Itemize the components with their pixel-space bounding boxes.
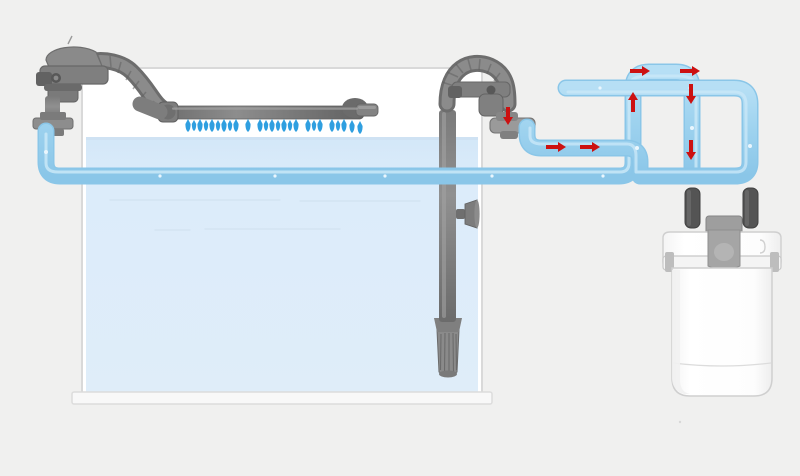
droplet <box>269 119 275 132</box>
droplet <box>203 120 209 131</box>
droplet <box>349 120 355 133</box>
spray-bar <box>132 96 379 123</box>
droplet <box>275 120 281 131</box>
flow-arrow-right <box>546 142 566 152</box>
intake-hose <box>518 79 759 185</box>
flow-arrows <box>503 66 700 160</box>
lid-handle-notch <box>759 239 766 254</box>
intake-assembly <box>434 54 536 378</box>
droplet <box>185 119 191 132</box>
hose-connector-right <box>742 187 759 229</box>
outlet-assembly <box>32 35 379 136</box>
flow-arrow-up <box>628 92 638 112</box>
droplet <box>221 119 227 132</box>
standpipe-highlight <box>442 112 446 318</box>
flow-arrow-down <box>686 140 696 160</box>
droplet <box>317 119 323 132</box>
suction-cup <box>456 199 480 229</box>
clamp-latch-right <box>770 252 779 272</box>
flow-arrow-down <box>686 84 696 104</box>
droplet <box>287 120 293 131</box>
flow-arrow-right <box>580 142 600 152</box>
hose-connector-left <box>684 187 701 229</box>
droplet <box>293 119 299 132</box>
droplet <box>357 121 363 134</box>
canister-seam <box>672 362 772 367</box>
outlet-hose <box>37 63 701 185</box>
droplet <box>227 120 233 131</box>
intake-hanger-bracket <box>448 81 511 117</box>
droplet <box>257 119 263 132</box>
droplet <box>305 119 311 132</box>
flow-arrow-right <box>630 66 650 76</box>
droplet <box>281 119 287 132</box>
spray-bar-jets <box>185 119 363 134</box>
outlet-hanger-bracket <box>36 35 109 103</box>
canister-body <box>671 267 773 397</box>
flow-arrow-right <box>680 66 700 76</box>
priming-knob <box>714 243 734 261</box>
droplet <box>215 120 221 131</box>
canister-filter <box>662 187 782 424</box>
droplet <box>329 119 335 132</box>
droplet <box>197 119 203 132</box>
droplet <box>245 119 251 132</box>
water-surface-line <box>86 137 478 140</box>
canister-shadow <box>672 270 690 394</box>
droplet <box>209 119 215 132</box>
droplet <box>263 120 269 131</box>
droplet <box>341 119 347 132</box>
droplet <box>191 120 197 131</box>
intake-standpipe <box>439 110 456 322</box>
floor-speck <box>678 420 682 424</box>
tank-stand-base <box>71 391 493 405</box>
droplet <box>311 120 317 131</box>
clamp-latch-left <box>665 252 674 272</box>
intake-strainer <box>436 329 460 378</box>
droplet <box>335 120 341 131</box>
droplet <box>233 119 239 132</box>
flow-arrow-down <box>503 107 513 125</box>
hose-highlight-dots <box>44 126 694 178</box>
